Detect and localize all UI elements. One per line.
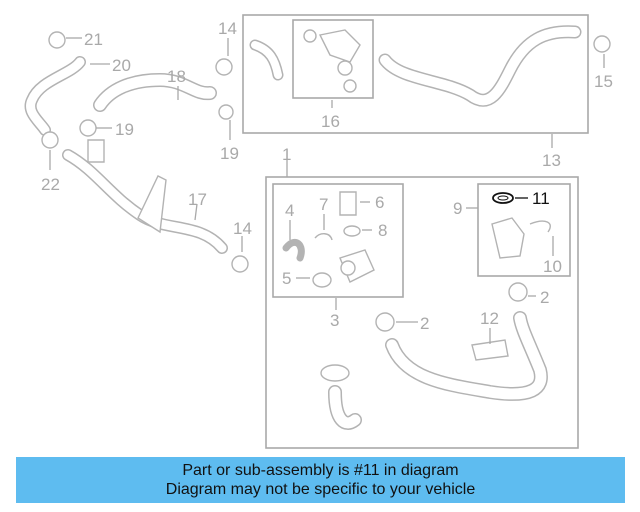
part-20-hose — [24, 56, 86, 136]
leader-lines — [49, 37, 605, 344]
banner-line-disclaimer: Diagram may not be specific to your vehi… — [165, 481, 476, 498]
part-13-hose — [249, 25, 611, 107]
callout-7: 7 — [319, 195, 328, 214]
callout-20: 20 — [112, 56, 131, 75]
callout-16: 16 — [321, 112, 340, 131]
sub-assembly-3-parts — [282, 191, 375, 288]
callout-9: 9 — [453, 199, 462, 218]
callout-labels: 21 20 18 19 22 14 16 19 13 15 1 17 14 4 … — [41, 19, 613, 333]
callout-8: 8 — [378, 221, 387, 240]
callout-10: 10 — [543, 257, 562, 276]
callout-21: 21 — [84, 30, 103, 49]
callout-14-lower: 14 — [233, 219, 252, 238]
main-hoses — [320, 282, 548, 430]
callout-11: 11 — [532, 189, 550, 208]
callout-5: 5 — [282, 269, 291, 288]
callout-19-left: 19 — [115, 120, 134, 139]
parts-diagram: 21 20 18 19 22 14 16 19 13 15 1 17 14 4 … — [24, 14, 613, 449]
sub-assembly-9-parts — [491, 192, 551, 259]
callout-22: 22 — [41, 175, 60, 194]
callout-13: 13 — [542, 151, 561, 170]
banner-line-part-number: Part or sub-assembly is #11 in diagram — [182, 462, 459, 479]
main-assembly-frame — [265, 176, 579, 449]
callout-14-top: 14 — [218, 19, 237, 38]
part-18-hose — [93, 72, 217, 112]
callout-17: 17 — [188, 190, 207, 209]
callout-1: 1 — [282, 145, 291, 164]
clamps-left — [41, 31, 249, 273]
sub-assembly-16-frame — [292, 19, 374, 99]
callout-18: 18 — [167, 67, 186, 86]
callout-19-mid: 19 — [220, 144, 239, 163]
part-16-housing — [303, 29, 361, 93]
callout-4: 4 — [285, 201, 294, 220]
callout-2-lower: 2 — [420, 314, 429, 333]
upper-assembly-frame — [242, 14, 589, 134]
part-17-pipe — [62, 139, 228, 254]
part-11-o-ring — [492, 192, 514, 204]
callout-6: 6 — [375, 193, 384, 212]
sub-assembly-9-frame — [477, 183, 571, 277]
callout-15: 15 — [594, 72, 613, 91]
sub-assembly-3-frame — [272, 183, 404, 298]
info-banner: Part or sub-assembly is #11 in diagram D… — [16, 457, 625, 503]
callout-2-upper: 2 — [540, 288, 549, 307]
callout-3: 3 — [330, 311, 339, 330]
callout-12: 12 — [480, 309, 499, 328]
